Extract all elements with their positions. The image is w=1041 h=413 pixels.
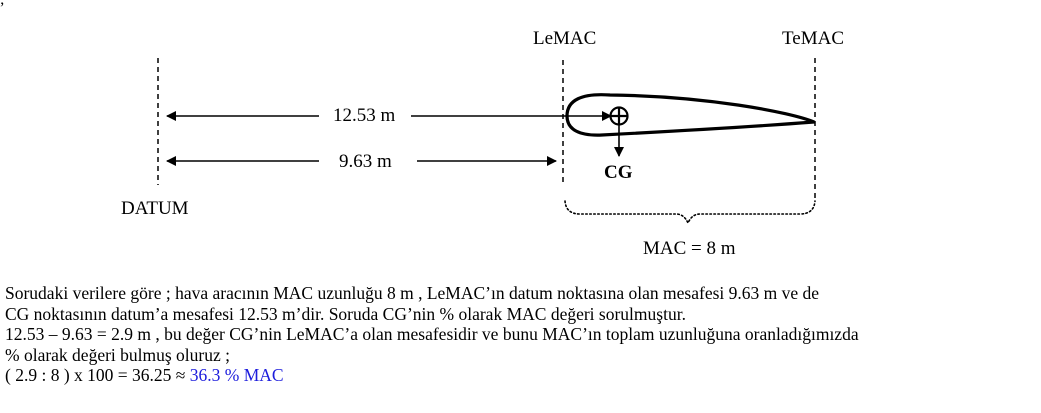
dist-lemac-label: 9.63 m [339,151,392,172]
explanation-line: 12.53 – 9.63 = 2.9 m , bu değer CG’nin L… [5,324,859,344]
lemac-label: LeMAC [533,28,597,49]
mac-length-label: MAC = 8 m [643,238,736,259]
cg-label: CG [604,162,633,183]
result-value: 36.3 % MAC [189,365,284,385]
explanation-line: % olarak değeri bulmuş oluruz ; [5,344,231,365]
cg-mac-diagram [157,58,816,225]
cg-symbol-icon [609,106,629,126]
calculation-line: ( 2.9 : 8 ) x 100 = 36.25 ≈ 36.3 % MAC [5,365,1035,386]
datum-label: DATUM [121,198,189,219]
explanation-line: CG noktasının datum’a mesafesi 12.53 m’d… [5,303,686,324]
mac-brace [564,200,816,225]
temac-label: TeMAC [782,28,845,49]
calculation-text: ( 2.9 : 8 ) x 100 = 36.25 ≈ [5,365,190,385]
corner-mark: ; [0,0,4,8]
explanation-line: Sorudaki verilere göre ; hava aracının M… [5,283,820,303]
explanation-text: Sorudaki verilere göre ; hava aracının M… [5,283,1035,386]
dist-cg-label: 12.53 m [333,105,396,126]
airfoil-shape [565,93,816,137]
